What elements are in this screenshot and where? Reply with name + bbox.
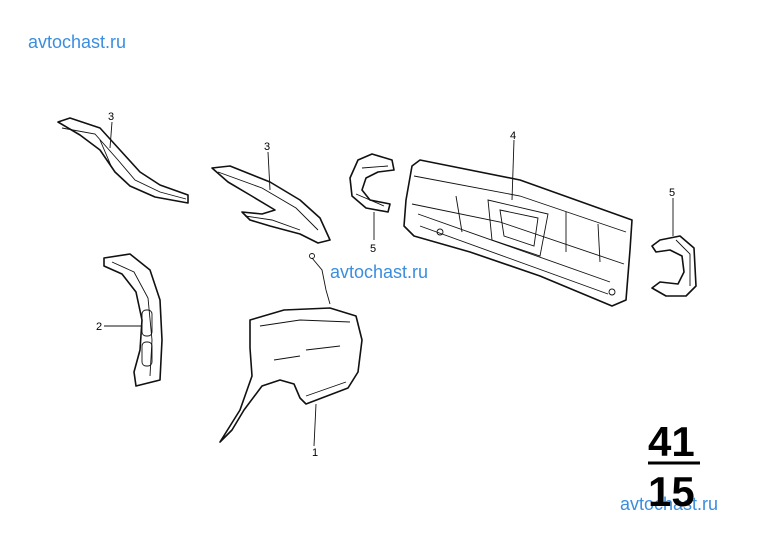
part-5-right[interactable] (651, 235, 697, 297)
callout-5-left: 5 (370, 243, 376, 255)
leader-3-left (109, 121, 113, 149)
callout-4: 4 (510, 130, 516, 142)
subgroup-number: 15 (648, 468, 695, 515)
leader-4 (511, 139, 515, 201)
callout-2: 2 (96, 321, 102, 333)
leader-1 (313, 403, 317, 447)
watermark-bottom-right: avtochast.ru (620, 494, 719, 514)
callout-1: 1 (312, 447, 318, 459)
part-4-rear-panel[interactable] (403, 159, 633, 307)
callout-5-right: 5 (669, 187, 675, 199)
callout-3-middle: 3 (264, 141, 270, 153)
part-3-left[interactable] (57, 117, 189, 204)
leader-3-middle (267, 151, 271, 191)
group-number: 41 (648, 418, 695, 465)
watermark-center: avtochast.ru (330, 262, 429, 282)
watermark-top-left: avtochast.ru (28, 32, 127, 52)
part-1-side-panel[interactable] (219, 253, 363, 443)
part-3-middle[interactable] (211, 165, 331, 244)
callout-3-left: 3 (108, 111, 114, 123)
part-2-wheel-arch[interactable] (103, 253, 163, 387)
part-5-left[interactable] (349, 153, 395, 213)
